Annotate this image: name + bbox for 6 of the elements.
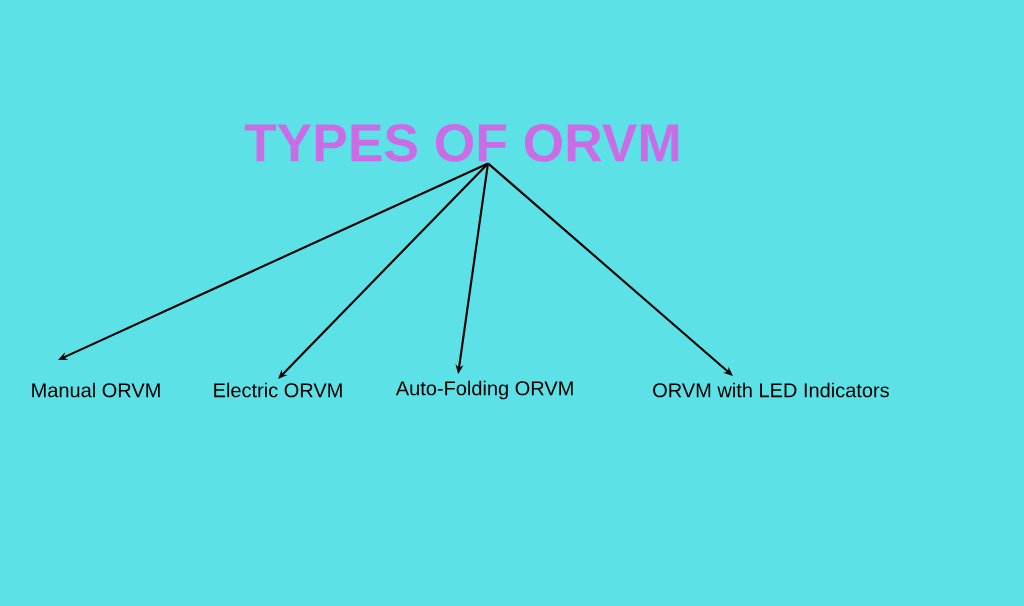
- title-text: TYPES OF ORVM: [244, 124, 679, 162]
- arrow: [487, 162, 733, 376]
- category-label: ORVM with LED Indicators: [653, 382, 889, 398]
- category-label: Electric ORVM: [214, 382, 342, 398]
- category-label: Auto-Folding ORVM: [395, 380, 573, 400]
- category-label: Manual ORVM: [32, 382, 160, 398]
